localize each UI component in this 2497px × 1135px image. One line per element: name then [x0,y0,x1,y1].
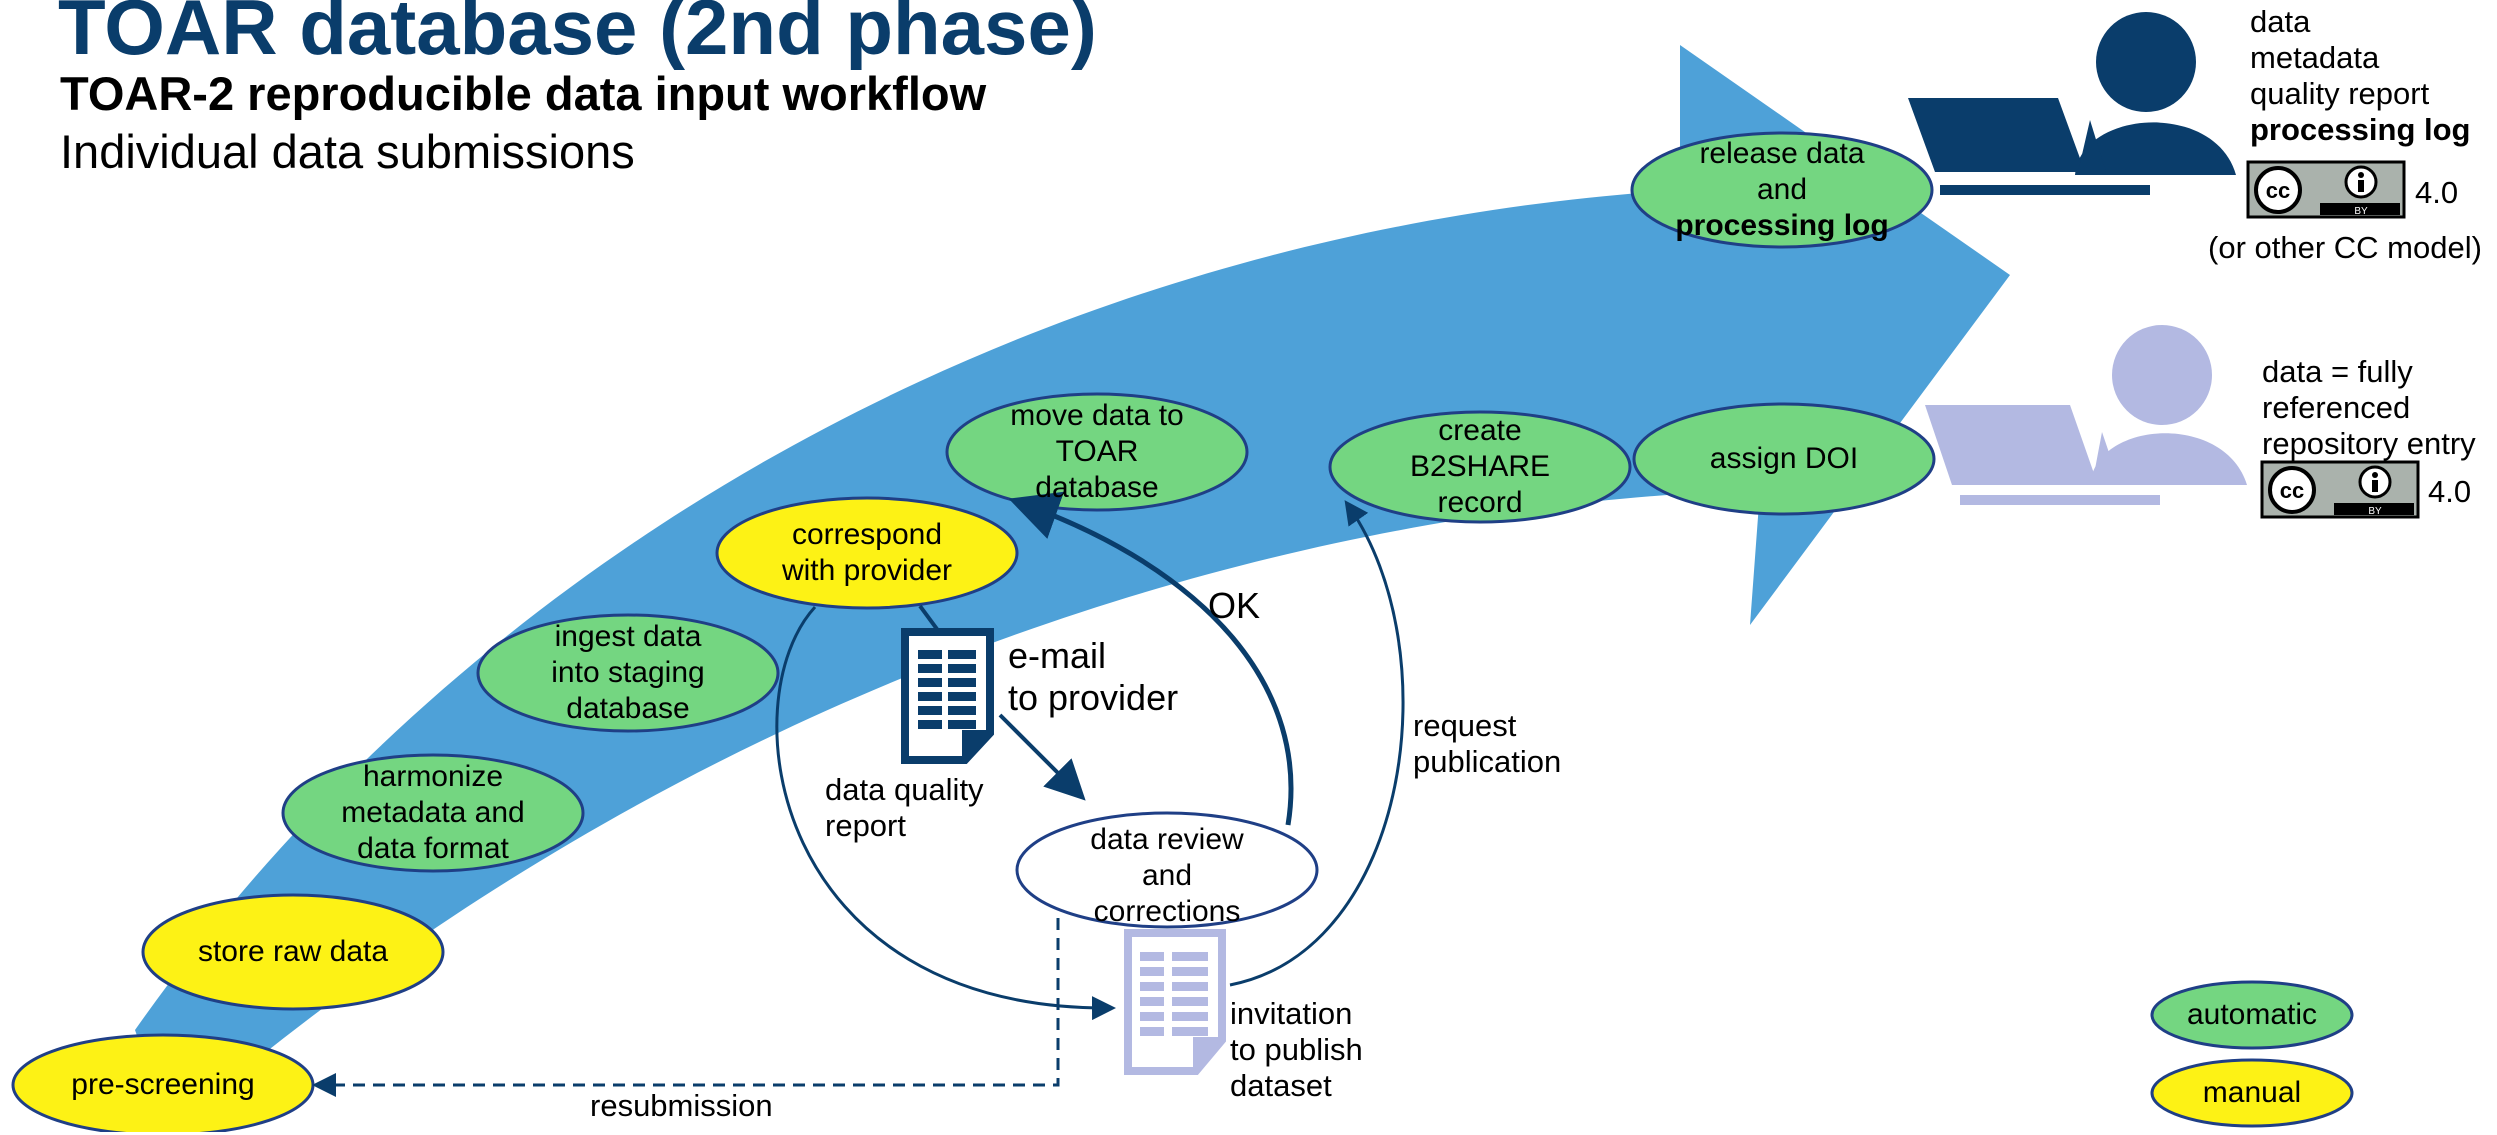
node-text: and [1141,859,1193,892]
repository-entry-text: data = fully referenced repository entry [2262,354,2476,462]
user-laptop-icon-light [1925,325,2247,505]
node-text: release data [1699,137,1865,170]
label-line: e-mail [1008,635,1107,676]
arrow-correspond-loop [775,605,1116,1021]
node-correspond [715,496,1019,610]
node-harmonize-label: harmonize metadata and data format [283,755,583,871]
node-text: and [1756,173,1808,206]
label-line: dataset [1230,1068,1332,1103]
node-create-b2share [1328,410,1632,524]
node-text: move data to [1010,399,1184,432]
node-ingest-label: ingest data into staging database [478,615,778,731]
node-ingest [476,613,780,733]
label-line: to publish [1230,1032,1363,1067]
node-text: into staging [551,656,705,689]
email-document-icon [901,628,994,764]
legend-manual-swatch [2150,1058,2354,1128]
email-label: e-mail to provider [1008,635,1178,719]
user-laptop-icon [1908,12,2236,195]
invitation-document-icon [1124,929,1226,1075]
label-line: invitation [1230,996,1353,1031]
cc-note-label: (or other CC model) [2208,230,2482,265]
invitation-label: invitation to publish dataset [1230,996,1363,1104]
node-text: assign DOI [1709,442,1859,475]
license-version-label-2: 4.0 [2428,474,2472,509]
node-release [1630,131,1934,249]
svg-text:cc: cc [2280,478,2304,503]
page-subtitle-secondary: Individual data submissions [60,125,635,178]
page-title: TOAR database (2nd phase) [58,0,1097,71]
label-line: quality report [2250,76,2430,111]
svg-text:BY: BY [2354,206,2368,217]
cc-by-license-badge: cc BY [2246,160,2406,219]
node-text: data format [357,832,509,865]
node-correspond-label: correspond with provider [717,498,1017,608]
node-review [1015,811,1319,929]
node-text: corrections [1093,895,1241,928]
node-assign-doi [1632,402,1936,516]
node-store-raw [141,893,445,1011]
node-store-raw-label: store raw data [143,895,443,1009]
arrow-email-to-review [998,713,1086,801]
ok-label: OK [1208,585,1261,626]
label-line-bold: processing log [2250,112,2471,147]
node-text: correspond [791,518,943,551]
svg-text:BY: BY [2368,506,2382,517]
label-line: data [2250,4,2311,39]
arrow-resubmission [312,918,1060,1097]
label-line: publication [1413,744,1562,779]
resubmission-label: resubmission [590,1088,773,1123]
release-outputs-text: data metadata quality report processing … [2250,4,2470,148]
label-line: data = fully [2262,354,2413,389]
node-text: record [1437,486,1523,519]
node-text: with provider [781,554,953,587]
node-text: metadata and [341,796,525,829]
node-text: data review [1090,823,1244,856]
node-move-label: move data to TOAR database [947,394,1247,510]
legend-automatic-label: automatic [2186,998,2318,1031]
cc-by-license-badge-2: cc BY [2260,460,2420,519]
label-line: to provider [1008,677,1179,718]
node-create-b2share-label: create B2SHARE record [1330,412,1630,522]
node-move [945,392,1249,512]
node-text: pre-screening [71,1068,255,1101]
node-text: ingest data [554,620,702,653]
node-release-label: release data and processing log [1632,133,1932,247]
label-line: repository entry [2262,426,2476,461]
node-text: database [566,692,690,725]
label-line: report [825,808,906,843]
arrow-ok [1008,491,1294,826]
license-version-label: 4.0 [2415,175,2459,210]
legend-automatic-swatch [2150,980,2354,1050]
request-publication-label: request publication [1413,708,1561,780]
node-text: harmonize [362,760,504,793]
label-line: data quality [825,772,984,807]
node-text: store raw data [197,935,389,968]
workflow-arrow-shape [135,45,2010,1132]
quality-report-label: data quality report [825,772,984,844]
node-text: TOAR [1055,435,1139,468]
node-text: B2SHARE [1409,450,1551,483]
svg-text:cc: cc [2266,178,2290,203]
node-text-bold: processing log [1675,209,1889,242]
label-line: referenced [2262,390,2411,425]
node-prescreening-label: pre-screening [13,1035,313,1135]
node-harmonize [281,753,585,873]
node-text: database [1035,471,1159,504]
legend-manual-label: manual [2202,1076,2302,1109]
arrow-request-publication [1229,500,1405,987]
node-review-label: data review and corrections [1017,818,1317,934]
page-subtitle: TOAR-2 reproducible data input workflow [60,67,987,120]
node-assign-doi-label: assign DOI [1634,404,1934,514]
label-line: metadata [2250,40,2380,75]
node-text: create [1438,414,1522,447]
label-line: request [1413,708,1517,743]
